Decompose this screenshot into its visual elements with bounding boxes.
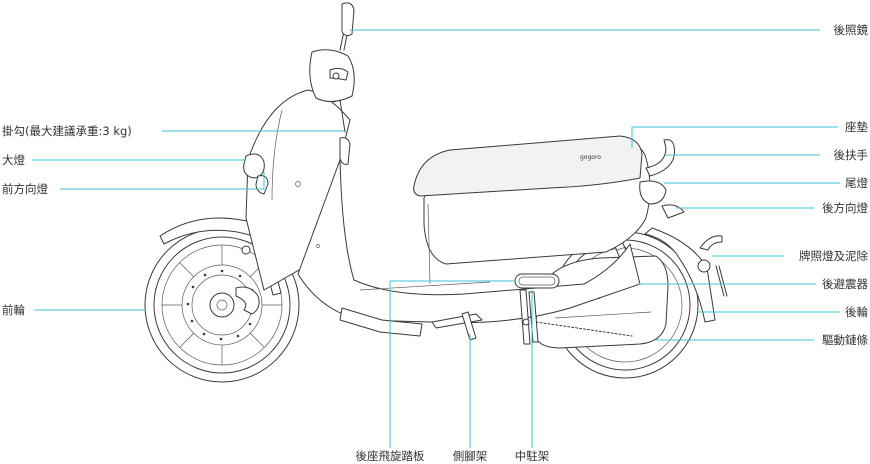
label-rear-shock: 後避震器 [822,277,868,291]
label-rear-handle: 後扶手 [834,148,869,162]
leader-lines [32,29,840,448]
label-rear-mirror: 後照鏡 [834,23,869,37]
tail-light-drawing [639,180,667,205]
callout-labels: 後照鏡 掛勾(最大建議承重:3 kg) 大燈 前方向燈 前輪 座墊 後扶手 尾燈… [2,23,868,463]
label-side-stand: 側腳架 [453,449,488,463]
label-rear-footpeg: 後座飛旋踏板 [356,449,425,463]
stands-drawing [431,289,539,345]
label-headlight: 大燈 [2,153,25,167]
label-rear-wheel: 後輪 [845,305,868,319]
label-license-light-mudguard: 牌照燈及泥除 [799,249,868,263]
label-center-stand: 中駐架 [515,449,550,463]
label-hook: 掛勾(最大建議承重:3 kg) [2,124,132,138]
scooter-illustration: gogoro gogoro [144,2,728,383]
handlebar-drawing [309,2,355,165]
headlight-drawing [243,153,265,179]
main-body-drawing: gogoro [245,89,651,337]
label-front-wheel: 前輪 [2,303,25,317]
rear-turn-signal-drawing [661,204,685,219]
rear-handle-drawing [645,139,675,177]
seat-brand-text: gogoro [580,154,601,161]
label-seat: 座墊 [845,120,868,134]
label-front-turn-signal: 前方向燈 [2,182,48,196]
rear-mudguard-drawing [644,227,716,323]
label-rear-turn-signal: 後方向燈 [822,201,868,215]
license-bracket-drawing [697,235,728,297]
front-wheel-drawing [144,227,300,383]
label-drive-chain: 驅動鏈條 [822,333,868,347]
label-tail-light: 尾燈 [845,176,868,190]
